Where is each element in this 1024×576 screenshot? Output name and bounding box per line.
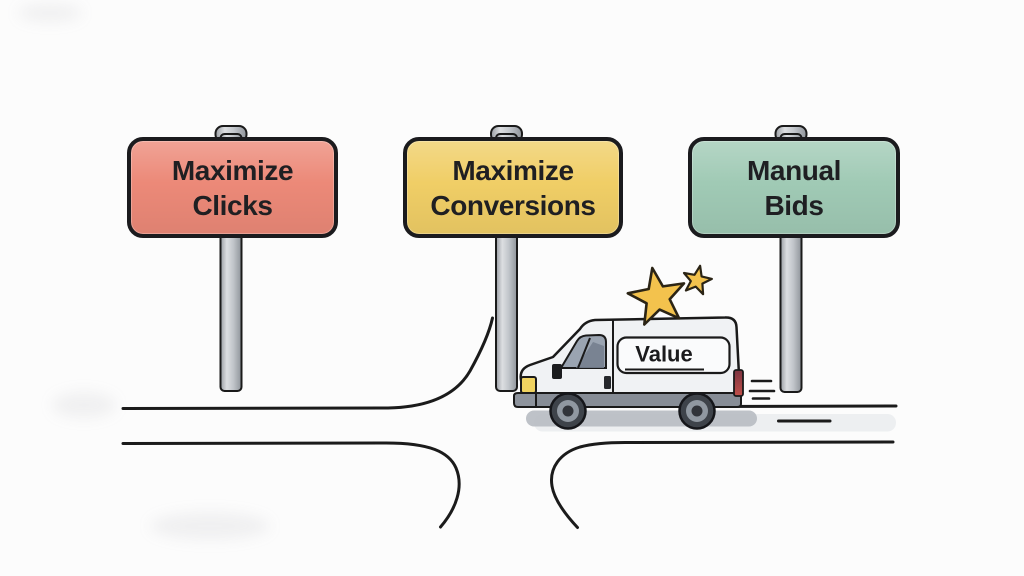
a-pillar-line — [577, 337, 591, 369]
sign-line: Bids — [764, 189, 824, 221]
sign-maximize-conversions: Maximize Conversions — [403, 137, 623, 238]
sign-maximize-clicks: Maximize Clicks — [127, 137, 338, 238]
front-wheel — [549, 392, 587, 430]
sign-manual-bids: Manual Bids — [688, 137, 900, 238]
sign-line: Maximize — [171, 154, 294, 186]
road-line-lower-left — [121, 441, 461, 529]
sign-line: Manual — [746, 154, 842, 186]
cargo-panel — [616, 336, 731, 375]
front-bumper — [513, 392, 537, 408]
windshield-shade — [576, 342, 604, 368]
headlight — [520, 376, 537, 394]
stars — [626, 264, 714, 326]
road-line-upper-left — [121, 316, 494, 410]
sign-line: Maximize — [452, 154, 574, 186]
star-icon-large — [626, 266, 686, 326]
sign-line: Clicks — [192, 189, 273, 221]
door-handle — [604, 376, 611, 389]
delivery-van: Value — [513, 316, 744, 430]
sign-line: Conversions — [430, 189, 596, 221]
speed-lines — [748, 379, 776, 400]
star-icon-small — [682, 264, 714, 296]
road-line-lower-right — [550, 440, 895, 529]
van-label: Value — [635, 342, 692, 367]
side-mirror-icon — [552, 364, 562, 379]
rear-wheel — [678, 392, 716, 430]
taillight — [733, 369, 744, 397]
